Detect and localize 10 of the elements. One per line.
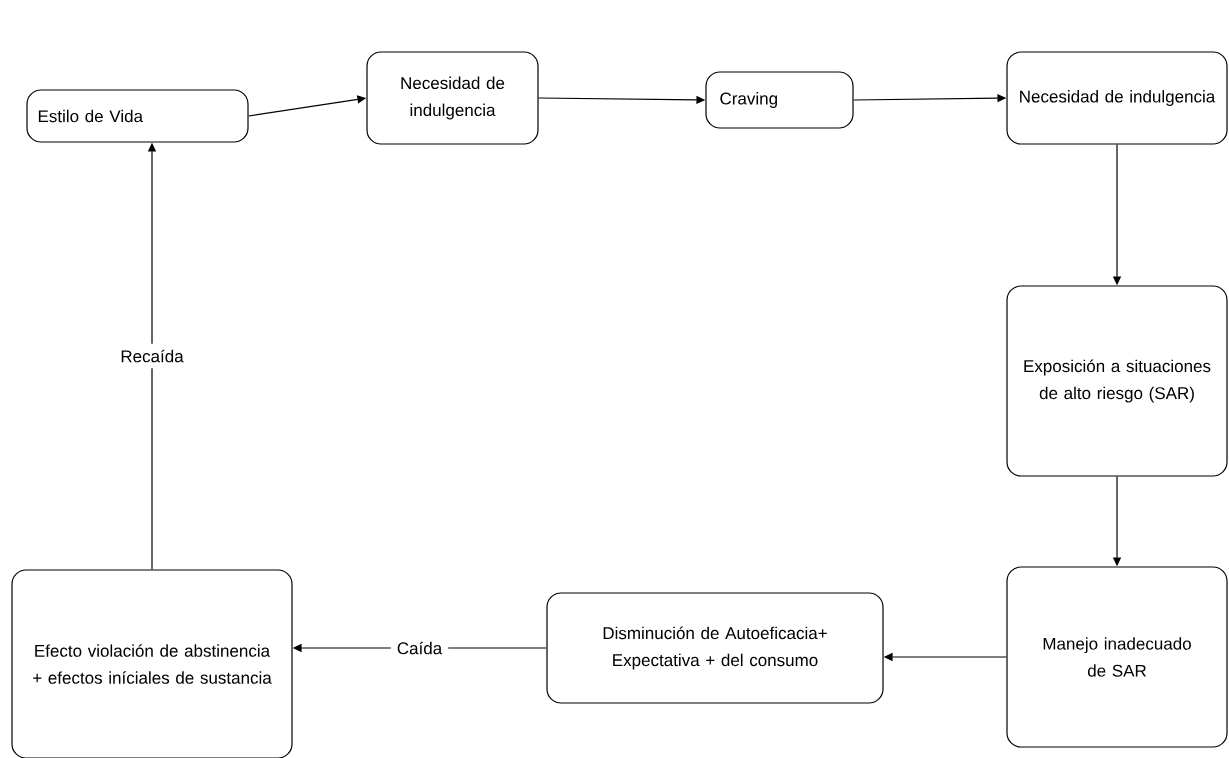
process-box: Disminución de Autoeficacia+ Expectativa + del consumo — [546, 592, 884, 704]
process-box: Estilo de Vida — [26, 89, 249, 143]
edge-label: Caída — [390, 635, 449, 661]
process-box: Exposición a situaciones de alto riesgo (SAR) — [1006, 285, 1228, 477]
edge-label: Recaída — [114, 343, 190, 369]
process-box: Necesidad de indulgencia — [366, 51, 539, 145]
process-box: Craving — [705, 71, 854, 129]
process-box: Necesidad de indulgencia — [1006, 51, 1228, 145]
process-box: Efecto violación de abstinencia + efectos iníciales de sustancia — [11, 569, 293, 758]
process-box: Manejo inadecuado de SAR — [1006, 566, 1228, 748]
